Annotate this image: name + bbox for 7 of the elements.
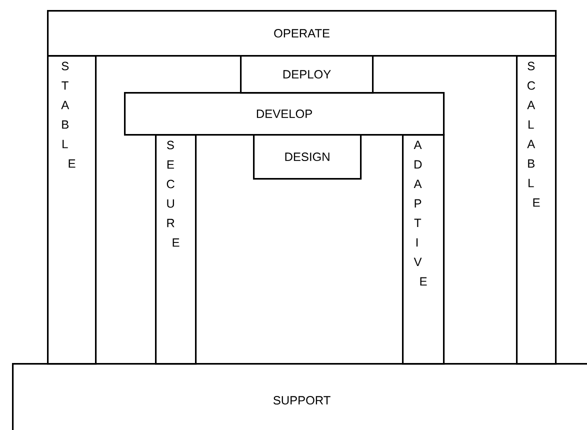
pillar-box: SECURE bbox=[155, 134, 197, 365]
pillar-box: SCALABLE bbox=[516, 55, 557, 365]
pillar-box: ADAPTIVE bbox=[402, 134, 445, 365]
layer-box: DEPLOY bbox=[240, 55, 374, 94]
layer-box: DESIGN bbox=[253, 134, 362, 180]
pillar-box: STABLE bbox=[47, 55, 97, 365]
layer-box: SUPPORT bbox=[12, 363, 587, 430]
